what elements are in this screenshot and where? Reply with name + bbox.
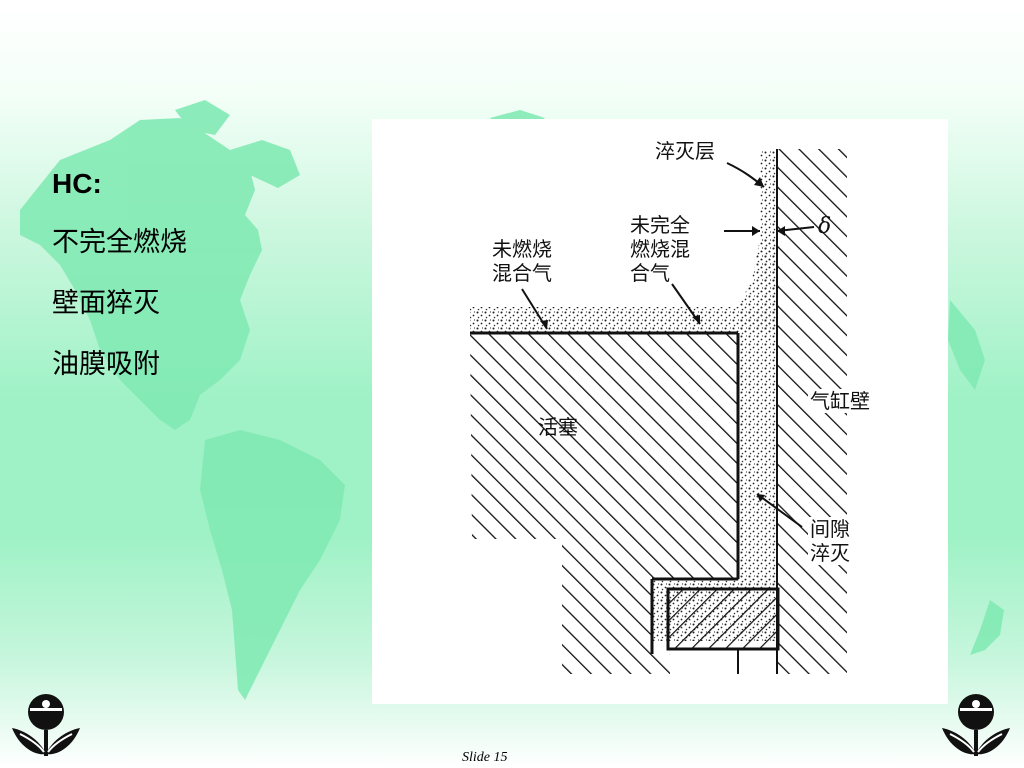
logo-icon: [942, 694, 1010, 756]
label-piston: 活塞: [538, 415, 578, 439]
label-crevice-1: 间隙: [808, 517, 852, 541]
label-partial-burn-2: 燃烧混: [630, 237, 690, 261]
piston-crevice-diagram: 淬灭层 未完全 燃烧混 合气 未燃烧 混合气 δ 活塞 气缸壁 间隙 淬灭: [372, 119, 948, 704]
bullet-list: HC: 不完全燃烧 壁面猝灭 油膜吸附: [52, 168, 187, 403]
logo-icon: [12, 694, 80, 756]
bullet-item: 壁面猝灭: [52, 288, 160, 319]
label-cylinder-wall: 气缸壁: [808, 389, 872, 413]
label-unburned-2: 混合气: [492, 261, 552, 285]
label-delta: δ: [818, 214, 832, 239]
piston: [470, 333, 738, 674]
unburned-layer: [470, 307, 738, 333]
bullet-title: HC:: [52, 168, 102, 199]
piston-ring: [666, 587, 780, 651]
label-partial-burn-1: 未完全: [630, 213, 690, 237]
bullet-item: 不完全燃烧: [52, 227, 187, 258]
label-unburned-1: 未燃烧: [492, 237, 552, 261]
bullet-item: 油膜吸附: [52, 349, 160, 380]
crevice-gap: [738, 309, 777, 584]
diagram-drawing: [470, 149, 847, 674]
label-crevice-2: 淬灭: [808, 541, 852, 565]
slide-number: Slide 15: [462, 750, 508, 765]
label-partial-burn-3: 合气: [630, 261, 670, 285]
label-quench-layer: 淬灭层: [655, 139, 715, 163]
